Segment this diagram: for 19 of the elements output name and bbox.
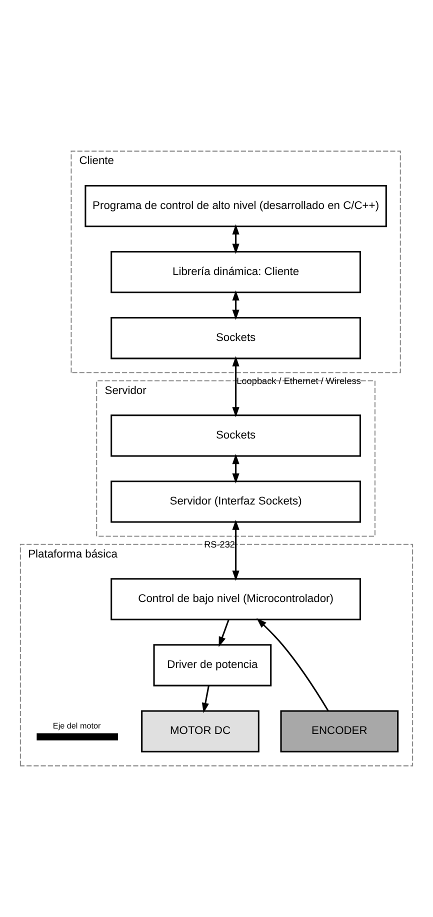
node-box: Sockets [110, 317, 362, 360]
arrow [232, 454, 240, 484]
node-box: MOTOR DC [141, 710, 260, 752]
arrow [232, 290, 240, 320]
node-box: Librería dinámica: Cliente [110, 251, 362, 294]
node-bar [36, 733, 118, 740]
node-box: Driver de potencia [153, 644, 272, 686]
node-box: ENCODER [280, 710, 399, 752]
arrow [256, 618, 329, 712]
node-box: Sockets [110, 414, 362, 457]
node-box: Control de bajo nivel (Microcontrolador) [110, 578, 362, 620]
node-box: Programa de control de alto nivel (desarrollado en C/C++) [84, 184, 387, 228]
arrow [218, 620, 230, 647]
node-label: Eje del motor [52, 722, 101, 731]
arrow [232, 520, 240, 581]
arrow [202, 686, 210, 714]
arrow [232, 224, 240, 254]
node-box: Servidor (Interfaz Sockets) [110, 480, 362, 523]
arrow [232, 356, 240, 418]
